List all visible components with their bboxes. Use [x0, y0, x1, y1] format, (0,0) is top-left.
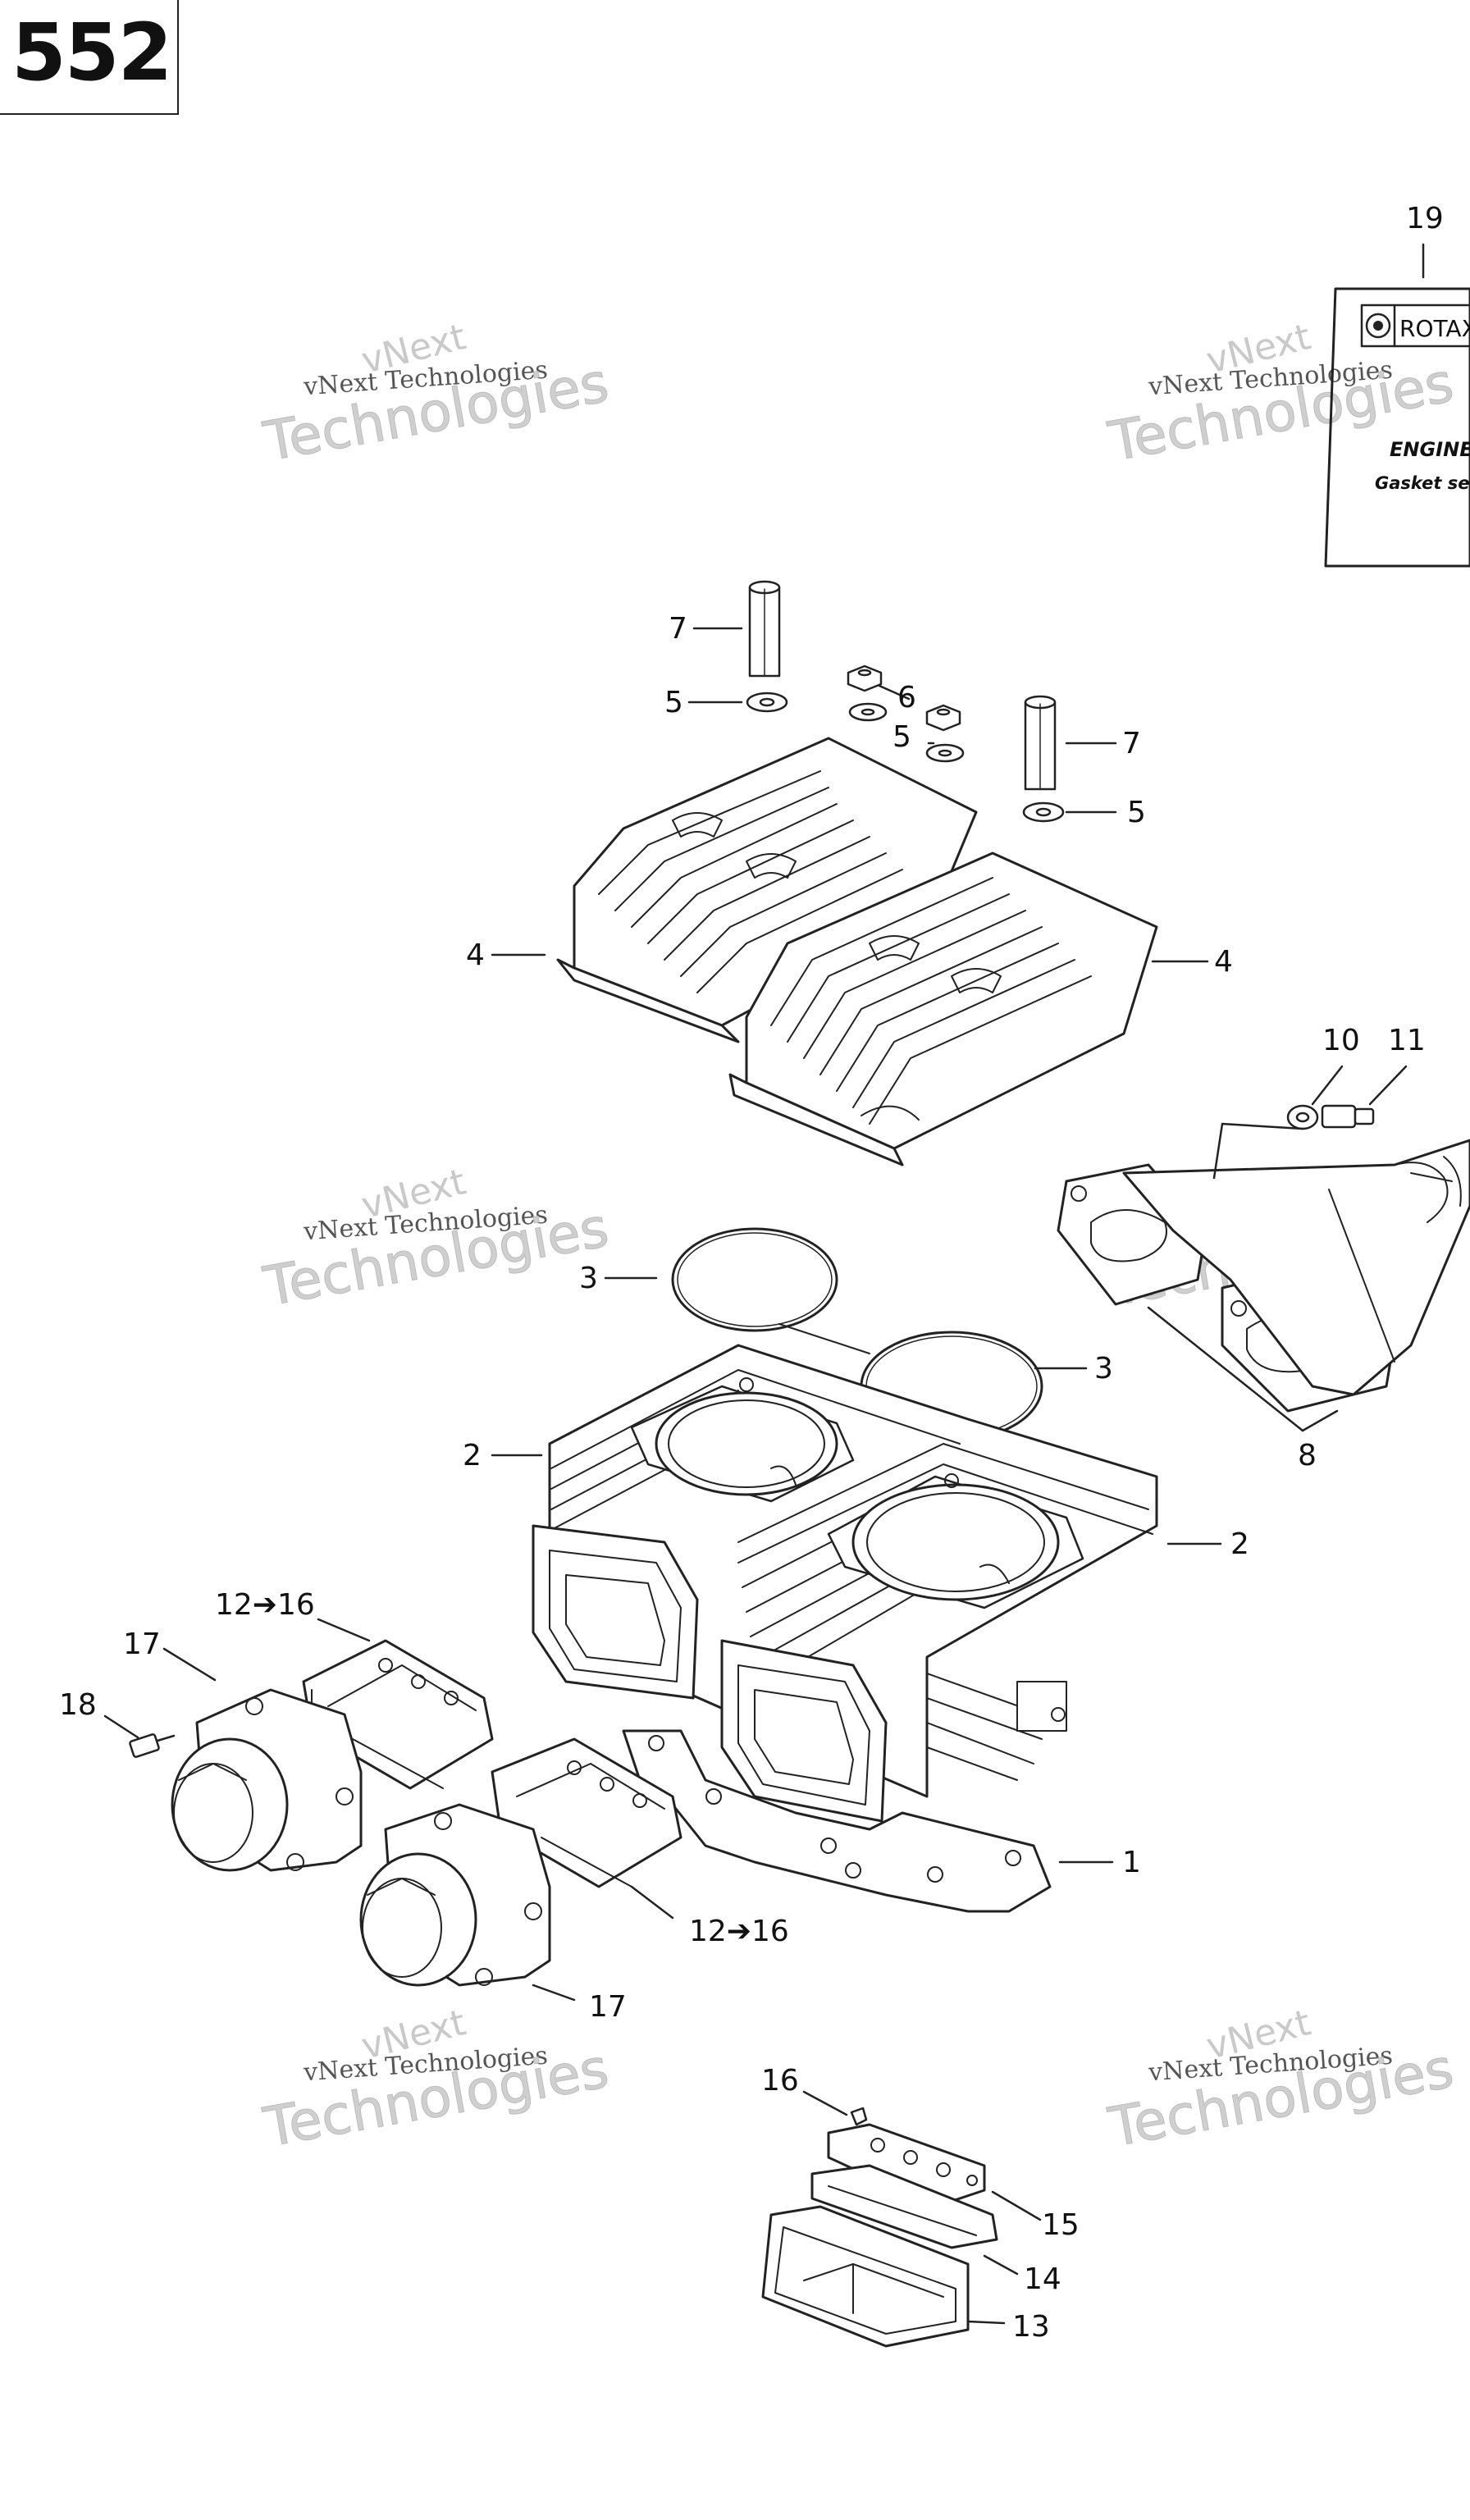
callout-7: 7	[1122, 727, 1141, 760]
intake-port-right	[720, 1639, 888, 1823]
callout-14: 14	[1024, 2262, 1061, 2296]
flange-bolt	[129, 1733, 176, 1758]
nut	[847, 664, 883, 692]
callout-18: 18	[59, 1688, 97, 1722]
callout-3: 3	[579, 1262, 598, 1295]
gasket-holes	[648, 1735, 1021, 1883]
washer	[925, 743, 965, 763]
cylinder-head-right	[728, 851, 1158, 1166]
base-gasket	[622, 1729, 1052, 1913]
leader-lines	[103, 243, 1425, 2325]
callout-16: 16	[761, 2064, 799, 2098]
callout-1: 1	[1122, 1846, 1141, 1879]
washer	[746, 692, 788, 713]
callout-17: 17	[123, 1628, 161, 1661]
gasket-kit-package: ROTAX ENGINE Gasket se	[1324, 287, 1470, 568]
callout-2: 2	[463, 1439, 482, 1472]
callout-11: 11	[1388, 1024, 1426, 1057]
o-ring-left	[671, 1227, 838, 1332]
stud-right	[1024, 695, 1057, 791]
stud-left	[748, 580, 781, 678]
o-ring-left-inner	[677, 1232, 833, 1327]
callout-5: 5	[892, 720, 911, 754]
washer	[848, 702, 888, 722]
page-number: 552	[11, 7, 172, 98]
assembly-line	[778, 1323, 870, 1354]
callout-4: 4	[1214, 945, 1233, 979]
flat-washer	[1286, 1104, 1319, 1130]
reed-stopper	[827, 2123, 986, 2208]
exhaust-manifold	[1122, 1139, 1470, 1396]
reed-screw	[850, 2107, 868, 2126]
kit-subtitle: Gasket se	[1375, 473, 1469, 493]
washer	[1022, 801, 1065, 823]
callout-13: 13	[1012, 2310, 1050, 2344]
page-number-box: 552	[0, 0, 179, 115]
callouts: 19 7 5 6 5 7 5 4 4 10 11 3 3 8 2 2 12➔16…	[59, 202, 1444, 2344]
callout-15: 15	[1042, 2208, 1080, 2242]
callout-5: 5	[664, 686, 683, 719]
intake-port-left	[532, 1524, 699, 1700]
kit-title: ENGINE	[1390, 438, 1470, 461]
callout-10: 10	[1322, 1024, 1360, 1057]
callout-7: 7	[669, 612, 687, 646]
callout-12-16: 12➔16	[215, 1588, 315, 1622]
hex-bolt	[1321, 1104, 1375, 1129]
callout-8: 8	[1298, 1439, 1317, 1472]
kit-brand: ROTAX	[1399, 315, 1470, 342]
carburetor-flange-left	[171, 1688, 363, 1872]
callout-6: 6	[897, 681, 916, 714]
callout-5: 5	[1127, 796, 1146, 829]
cylinder-block	[548, 1344, 1158, 1798]
callout-12-16: 12➔16	[689, 1915, 789, 1948]
cylinder-head-left	[556, 737, 978, 1043]
carburetor-flange-right	[359, 1803, 551, 1987]
reed-petal	[810, 2164, 998, 2249]
callout-3: 3	[1094, 1352, 1113, 1386]
callout-17: 17	[589, 1990, 627, 2024]
callout-4: 4	[466, 938, 485, 972]
reed-block	[761, 2205, 970, 2348]
callout-2: 2	[1230, 1527, 1249, 1561]
nut	[925, 704, 961, 732]
callout-19: 19	[1406, 202, 1444, 235]
